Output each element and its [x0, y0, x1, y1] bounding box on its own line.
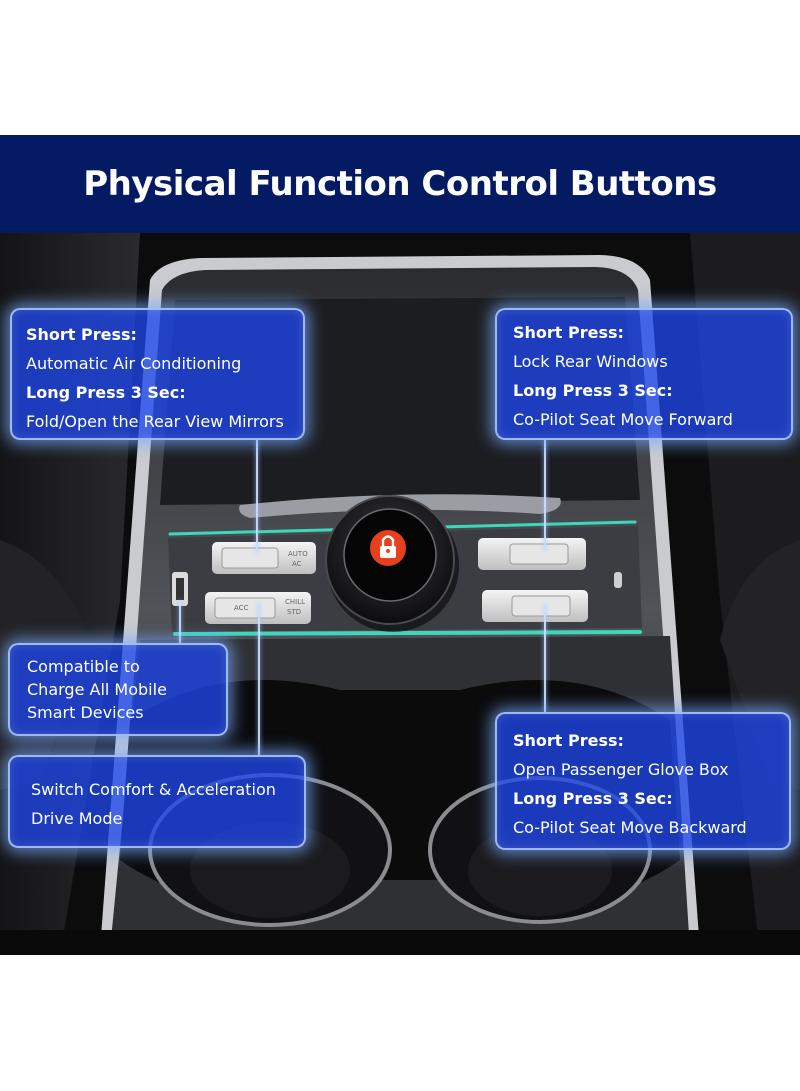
short-press-label: Short Press:: [513, 731, 624, 750]
leader-windows: [544, 440, 546, 550]
short-press-label: Short Press:: [513, 323, 624, 342]
svg-text:ACC: ACC: [234, 604, 249, 612]
long-press-label: Long Press 3 Sec:: [513, 381, 673, 400]
short-press-label: Short Press:: [26, 325, 137, 344]
usb-c-port-icon: [614, 572, 622, 588]
leader-usb: [179, 600, 181, 643]
drive-line-1: Switch Comfort & Acceleration: [31, 780, 276, 799]
callout-usb-charging: Compatible to Charge All Mobile Smart De…: [8, 643, 228, 736]
drive-line-2: Drive Mode: [31, 809, 123, 828]
leader-glovebox: [544, 604, 546, 712]
callout-drive-mode: Switch Comfort & Acceleration Drive Mode: [8, 755, 306, 848]
leader-drive: [258, 604, 260, 755]
svg-text:STD: STD: [287, 608, 301, 616]
short-press-action: Lock Rear Windows: [513, 352, 668, 371]
callout-rear-windows: Short Press: Lock Rear Windows Long Pres…: [495, 308, 793, 440]
leader-ac: [256, 440, 258, 552]
usb-line-2: Charge All Mobile: [27, 680, 167, 699]
page-title: Physical Function Control Buttons: [83, 164, 717, 204]
callout-air-conditioning: Short Press: Automatic Air Conditioning …: [10, 308, 305, 440]
short-press-action: Automatic Air Conditioning: [26, 354, 242, 373]
short-press-action: Open Passenger Glove Box: [513, 760, 729, 779]
callout-glove-box: Short Press: Open Passenger Glove Box Lo…: [495, 712, 791, 850]
usb-line-1: Compatible to: [27, 657, 140, 676]
title-banner: Physical Function Control Buttons: [0, 135, 800, 233]
usb-line-3: Smart Devices: [27, 703, 144, 722]
long-press-label: Long Press 3 Sec:: [26, 383, 186, 402]
long-press-action: Fold/Open the Rear View Mirrors: [26, 412, 284, 431]
svg-text:AUTO: AUTO: [288, 550, 308, 558]
long-press-action: Co-Pilot Seat Move Backward: [513, 818, 747, 837]
svg-text:AC: AC: [292, 560, 302, 568]
long-press-label: Long Press 3 Sec:: [513, 789, 673, 808]
svg-text:CHILL: CHILL: [285, 598, 305, 606]
long-press-action: Co-Pilot Seat Move Forward: [513, 410, 733, 429]
